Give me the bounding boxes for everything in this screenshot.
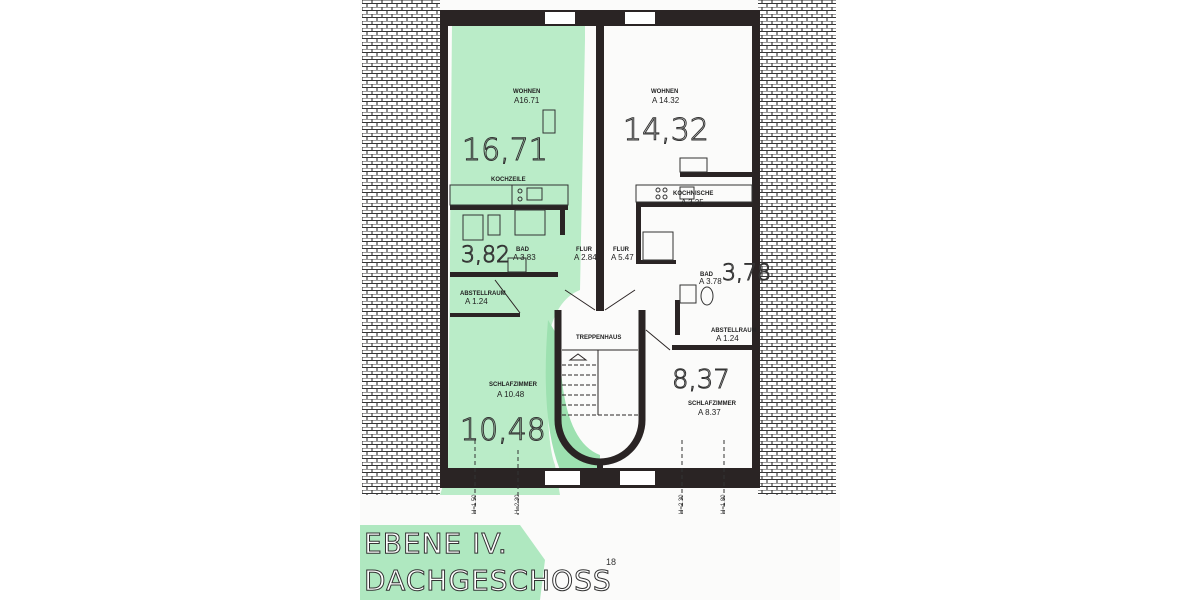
roof-left xyxy=(362,0,440,495)
room-name: SCHLAFZIMMER xyxy=(489,382,538,388)
handwritten-area: 14,32 xyxy=(623,113,709,148)
height-mark: H=2.30 xyxy=(679,494,685,514)
room-name: WOHNEN xyxy=(651,89,678,95)
plan-title-line1: EBENE IV. xyxy=(364,527,508,560)
room-name: BAD xyxy=(516,247,530,253)
room-name: WOHNEN xyxy=(513,89,540,95)
room-area: A 3.83 xyxy=(513,253,536,262)
room-area: A16.71 xyxy=(514,96,540,105)
handwritten-area: 16,71 xyxy=(462,133,548,168)
room-name: FLUR xyxy=(613,247,630,253)
room-name: TREPPENHAUS xyxy=(576,335,621,341)
walls xyxy=(440,10,760,488)
room-area: A 1.24 xyxy=(716,334,739,343)
page-number: 18 xyxy=(606,557,616,567)
stairwell xyxy=(494,279,671,470)
room-name: KOCHZEILE xyxy=(491,177,526,183)
room-area: A 1.24 xyxy=(465,297,488,306)
room-area: A 2.84 xyxy=(574,253,597,262)
height-mark: H=1.50 xyxy=(472,494,478,514)
room-name: FLUR xyxy=(576,247,593,253)
room-area: A 10.48 xyxy=(497,390,525,399)
height-marks xyxy=(474,440,725,515)
room-area: A 3.25 xyxy=(681,198,704,207)
room-area: A 8.37 xyxy=(698,408,721,417)
fixtures xyxy=(449,109,753,306)
handwritten-areas: 16,71 14,32 3,82 3,78 10,48 8,37 xyxy=(460,113,772,449)
room-area: A 14.32 xyxy=(652,96,680,105)
room-labels: WOHNEN A16.71 WOHNEN A 14.32 KOCHZEILE K… xyxy=(460,89,757,417)
roof-right xyxy=(758,0,836,495)
plan-title-line2: DACHGESCHOSS xyxy=(364,564,612,597)
handwritten-area: 3,78 xyxy=(722,261,771,286)
room-area: A 5.47 xyxy=(611,253,634,262)
room-area: A 3.78 xyxy=(699,277,722,286)
room-name: ABSTELLRAUM xyxy=(460,291,506,297)
height-mark: H=1.80 xyxy=(721,494,727,514)
handwritten-area: 3,82 xyxy=(461,243,510,268)
height-mark: H=2.30 xyxy=(515,494,521,514)
handwritten-area: 10,48 xyxy=(460,413,546,448)
room-name: ABSTELLRAUM xyxy=(711,328,757,334)
room-name: BAD xyxy=(700,272,714,278)
handwritten-area: 8,37 xyxy=(672,365,730,395)
room-name: KOCHNISCHE xyxy=(673,191,713,197)
room-name: SCHLAFZIMMER xyxy=(688,401,737,407)
